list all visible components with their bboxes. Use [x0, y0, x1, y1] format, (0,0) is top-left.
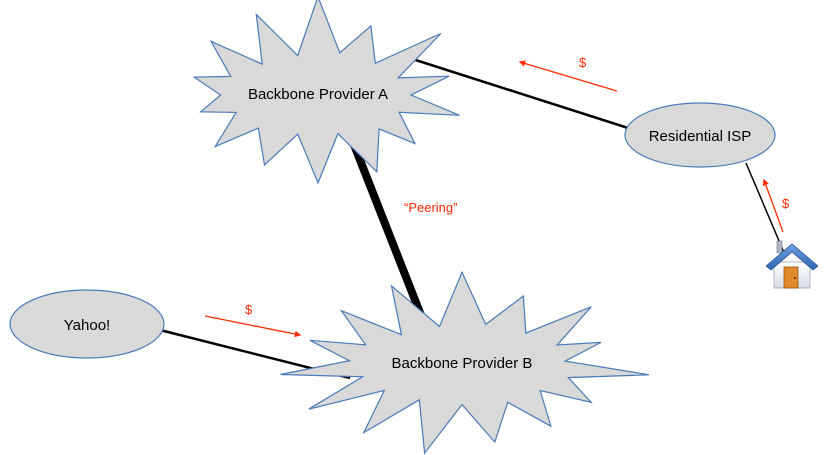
- backbone-provider-a-node[interactable]: [192, 0, 460, 185]
- yahoo-node[interactable]: [9, 289, 165, 359]
- residential-isp-node[interactable]: [624, 102, 776, 168]
- payment-arrow-yahoo-to-backbone-b: [204, 315, 302, 338]
- backbone-provider-b-node[interactable]: [280, 270, 650, 455]
- peering-link: [345, 130, 430, 330]
- payment-label-isp-to-backbone-a: $: [579, 55, 587, 70]
- payment-label-home-to-isp: $: [782, 196, 790, 211]
- residential-isp-label: Residential ISP: [649, 128, 752, 145]
- payment-label-yahoo-to-backbone-b: $: [245, 302, 253, 317]
- payment-arrow-home-to-isp: [762, 178, 784, 233]
- backbone-provider-a-label: Backbone Provider A: [248, 86, 388, 103]
- yahoo-label: Yahoo!: [64, 317, 110, 334]
- backbone-provider-b-label: Backbone Provider B: [392, 355, 533, 372]
- link-isp-to-home: [745, 162, 786, 256]
- payment-arrow-isp-to-backbone-a: [518, 60, 618, 92]
- peering-label: “Peering”: [404, 200, 457, 215]
- house-icon: [765, 240, 819, 289]
- link-backbone-a-to-isp: [399, 53, 629, 130]
